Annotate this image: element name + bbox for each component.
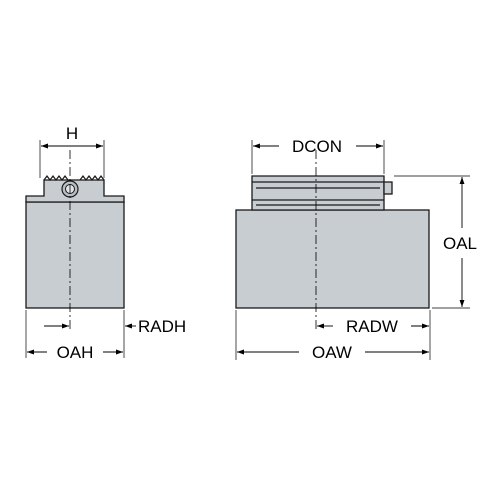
oal-label: OAL	[443, 234, 477, 253]
front-view-side-screw	[383, 181, 393, 195]
oah-label: OAH	[57, 343, 94, 362]
oaw-label: OAW	[312, 343, 352, 362]
side-view-body	[25, 201, 125, 309]
h-label: H	[66, 124, 78, 143]
side-view: H OAH RADH	[25, 124, 186, 362]
front-view-clamp-plate	[251, 175, 385, 211]
front-view: DCON OAL RADW OAW	[235, 137, 477, 362]
radh-label: RADH	[138, 317, 186, 336]
front-view-body	[235, 209, 430, 309]
dcon-label: DCON	[292, 137, 342, 156]
side-view-serrations	[43, 175, 105, 181]
radw-label: RADW	[346, 317, 398, 336]
